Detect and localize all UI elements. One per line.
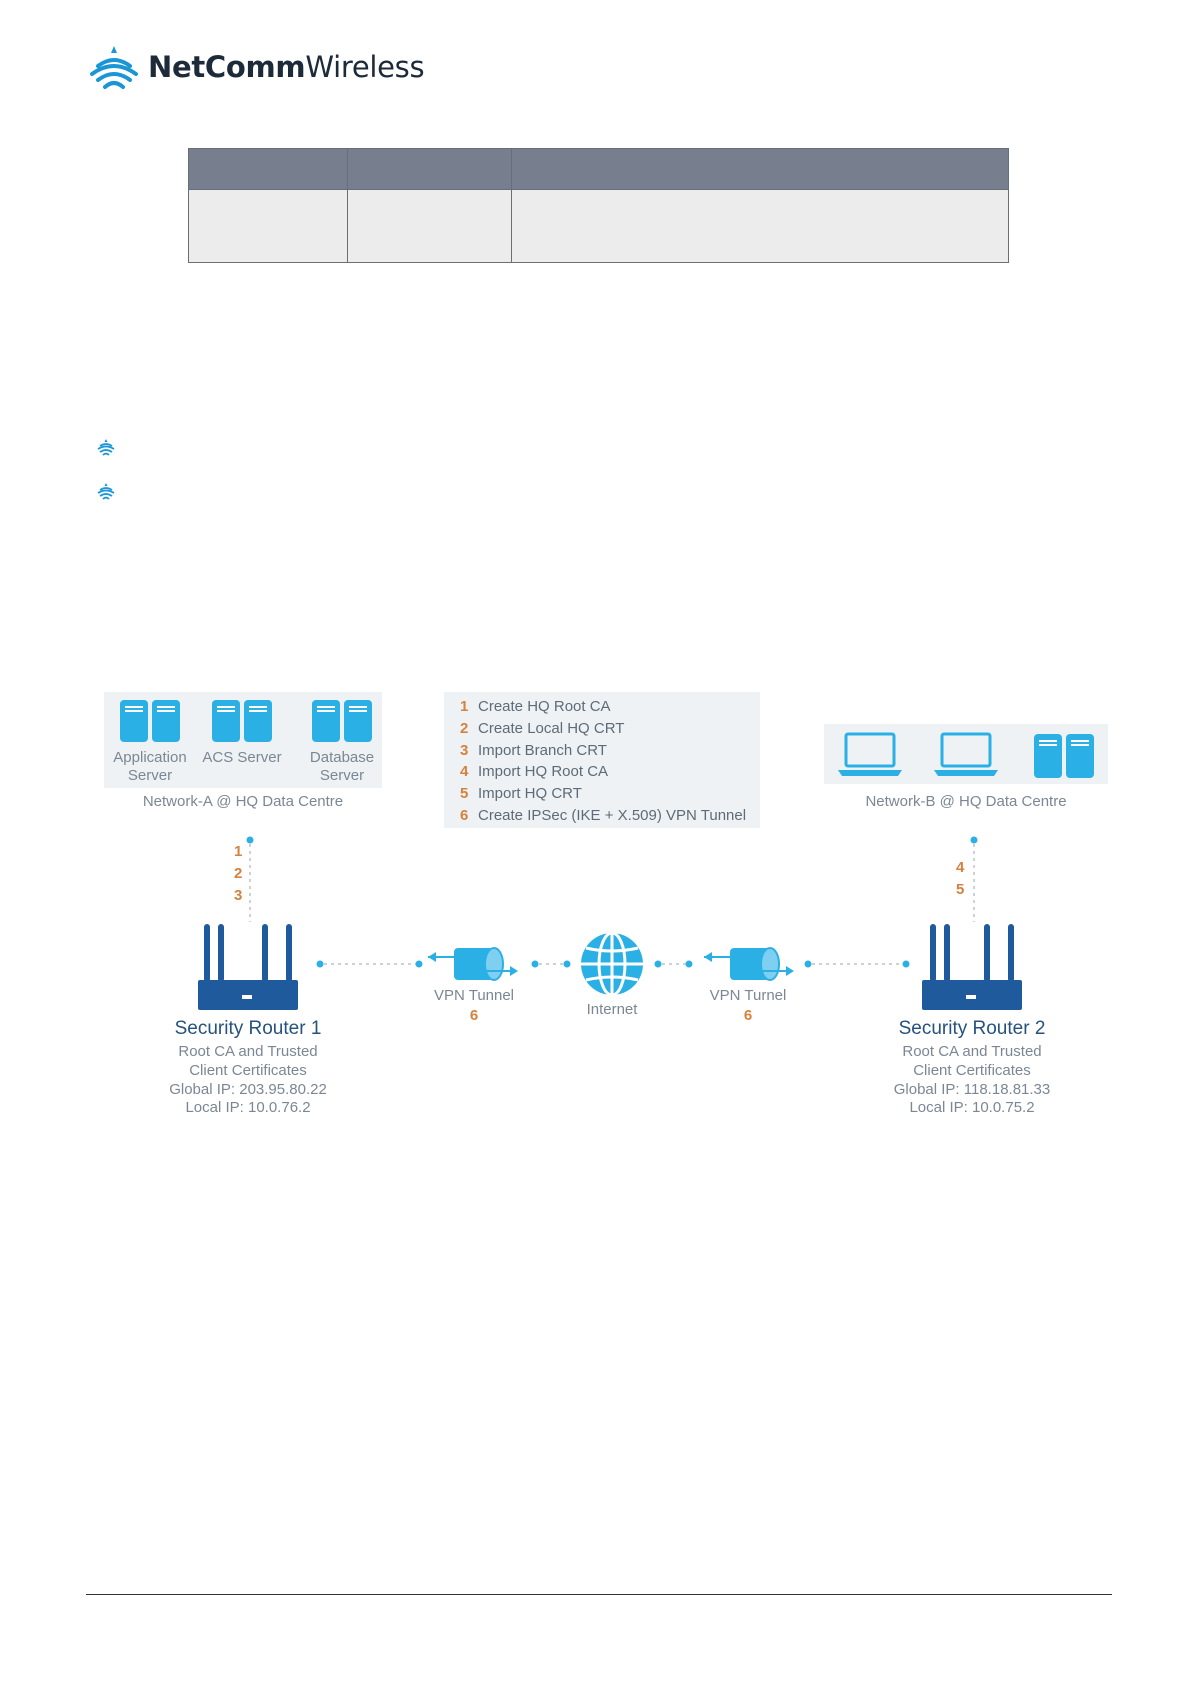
connector-dot bbox=[804, 960, 812, 968]
server-label: ACS Server bbox=[202, 749, 281, 766]
server-icon bbox=[212, 700, 272, 742]
router-icon bbox=[922, 924, 1022, 1010]
svg-text:Import HQ CRT: Import HQ CRT bbox=[478, 785, 582, 802]
internet-label: Internet bbox=[587, 1001, 639, 1018]
table-header-cell bbox=[188, 148, 348, 190]
svg-text:2: 2 bbox=[460, 720, 468, 737]
vpn-tunnel-icon bbox=[428, 947, 518, 981]
server-icon bbox=[312, 700, 372, 742]
step-marker: 1 bbox=[234, 843, 242, 860]
step-marker: 6 bbox=[744, 1007, 752, 1024]
logo-wordmark: NetCommWireless bbox=[148, 50, 425, 84]
wifi-bullet-icon bbox=[97, 483, 115, 500]
svg-text:Import HQ Root CA: Import HQ Root CA bbox=[478, 763, 608, 780]
connector-dot bbox=[685, 960, 693, 968]
step-item: 6 Create IPSec (IKE + X.509) VPN Tunnel bbox=[460, 807, 746, 824]
svg-text:3: 3 bbox=[460, 742, 468, 759]
router-detail: Global IP: 118.18.81.33 bbox=[894, 1081, 1051, 1098]
table-header-row bbox=[188, 148, 1009, 190]
table-cell bbox=[511, 189, 1009, 263]
router-detail: Local IP: 10.0.75.2 bbox=[909, 1099, 1034, 1116]
connector-dot bbox=[654, 960, 662, 968]
laptop-icon bbox=[838, 732, 902, 776]
router-detail: Root CA and Trusted bbox=[178, 1043, 317, 1060]
vpn-tunnel-label: VPN Turnel bbox=[710, 987, 787, 1004]
table-cell bbox=[188, 189, 348, 263]
vpn-network-diagram: Application Server ACS Server Database S… bbox=[104, 692, 1108, 1116]
connector-dot bbox=[970, 836, 978, 844]
connector-dot bbox=[246, 836, 254, 844]
connector-dot bbox=[316, 960, 324, 968]
specification-table bbox=[188, 148, 1009, 263]
step-item: 4 Import HQ Root CA bbox=[460, 763, 608, 780]
network-a-label: Network-A @ HQ Data Centre bbox=[143, 793, 343, 810]
router-title: Security Router 1 bbox=[175, 1018, 322, 1039]
server-icon bbox=[120, 700, 180, 742]
server-label: Database bbox=[310, 749, 374, 766]
connector-dot bbox=[902, 960, 910, 968]
table-header-cell bbox=[511, 148, 1009, 190]
table-header-cell bbox=[347, 148, 512, 190]
step-marker: 5 bbox=[956, 881, 964, 898]
svg-text:1: 1 bbox=[460, 698, 468, 715]
svg-text:Import Branch CRT: Import Branch CRT bbox=[478, 742, 607, 759]
server-icon bbox=[1034, 734, 1094, 778]
netcomm-logo: NetCommWireless bbox=[88, 44, 425, 94]
svg-text:Create IPSec (IKE + X.509) VPN: Create IPSec (IKE + X.509) VPN Tunnel bbox=[478, 807, 746, 824]
router-icon bbox=[198, 924, 298, 1010]
svg-text:Create Local HQ CRT: Create Local HQ CRT bbox=[478, 720, 624, 737]
step-item: 3 Import Branch CRT bbox=[460, 742, 607, 759]
vpn-tunnel-label: VPN Tunnel bbox=[434, 987, 514, 1004]
step-marker: 3 bbox=[234, 887, 242, 904]
steps-panel bbox=[444, 692, 760, 828]
router-detail: Root CA and Trusted bbox=[902, 1043, 1041, 1060]
step-item: 5 Import HQ CRT bbox=[460, 785, 582, 802]
vpn-tunnel-icon bbox=[704, 947, 794, 981]
network-b-label: Network-B @ HQ Data Centre bbox=[865, 793, 1066, 810]
connector-dot bbox=[563, 960, 571, 968]
step-item: 2 Create Local HQ CRT bbox=[460, 720, 624, 737]
wifi-bullet-icon bbox=[97, 439, 115, 456]
logo-text-light: Wireless bbox=[305, 50, 425, 84]
step-marker: 6 bbox=[470, 1007, 478, 1024]
server-label: Application bbox=[113, 749, 186, 766]
wifi-logo-icon bbox=[90, 46, 138, 89]
router-detail: Client Certificates bbox=[913, 1062, 1031, 1079]
router-detail: Local IP: 10.0.76.2 bbox=[185, 1099, 310, 1116]
footer-divider bbox=[86, 1594, 1112, 1595]
table-cell bbox=[347, 189, 512, 263]
table-row bbox=[188, 189, 1009, 263]
server-label: Server bbox=[320, 767, 364, 784]
laptop-icon bbox=[934, 732, 998, 776]
logo-text-bold: NetComm bbox=[148, 50, 306, 84]
router-detail: Global IP: 203.95.80.22 bbox=[169, 1081, 327, 1098]
step-marker: 2 bbox=[234, 865, 242, 882]
connector-dot bbox=[531, 960, 539, 968]
step-item: 1 Create HQ Root CA bbox=[460, 698, 611, 715]
svg-text:5: 5 bbox=[460, 785, 468, 802]
svg-text:Create HQ Root CA: Create HQ Root CA bbox=[478, 698, 611, 715]
router-detail: Client Certificates bbox=[189, 1062, 307, 1079]
router-title: Security Router 2 bbox=[899, 1018, 1046, 1039]
step-marker: 4 bbox=[956, 859, 965, 876]
svg-text:4: 4 bbox=[460, 763, 469, 780]
server-label: Server bbox=[128, 767, 172, 784]
connector-dot bbox=[415, 960, 423, 968]
svg-text:6: 6 bbox=[460, 807, 468, 824]
globe-icon bbox=[581, 931, 643, 997]
